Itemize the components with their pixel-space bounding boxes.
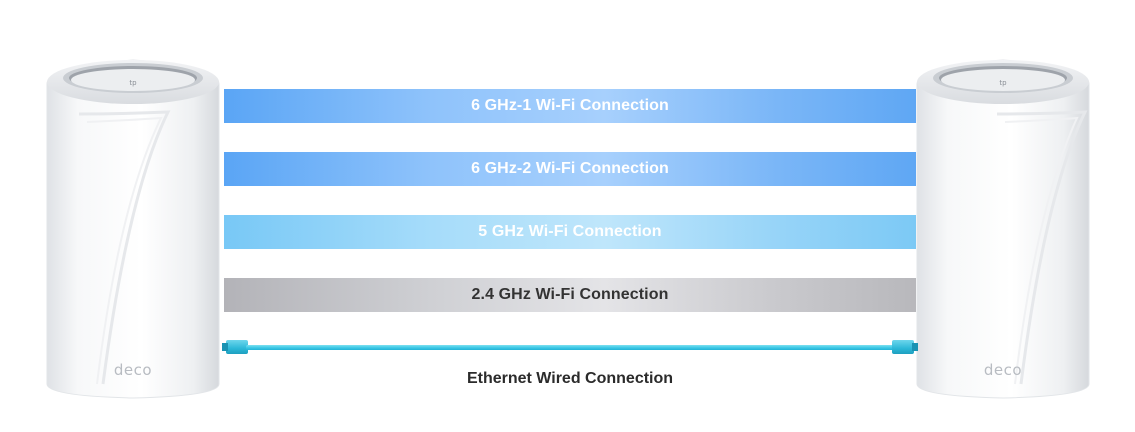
deco-router-icon: tp: [46, 59, 220, 399]
band-5ghz: 5 GHz Wi-Fi Connection: [224, 215, 916, 249]
deco-router-icon: tp: [916, 59, 1090, 399]
ethernet-plug-left-icon: [222, 340, 248, 354]
ethernet-cable: [246, 345, 894, 350]
band-5ghz-label: 5 GHz Wi-Fi Connection: [478, 223, 662, 240]
band-6ghz-1: 6 GHz-1 Wi-Fi Connection: [224, 89, 916, 123]
svg-text:tp: tp: [999, 79, 1007, 87]
deco-unit-right: tp deco: [913, 44, 1093, 400]
band-6ghz-1-label: 6 GHz-1 Wi-Fi Connection: [471, 97, 669, 114]
band-6ghz-2-label: 6 GHz-2 Wi-Fi Connection: [471, 160, 669, 177]
band-2-4ghz: 2.4 GHz Wi-Fi Connection: [224, 278, 916, 312]
deco-logo-left: deco: [113, 361, 153, 379]
deco-unit-left: tp deco: [43, 44, 223, 400]
ethernet-wired-label: Ethernet Wired Connection: [466, 370, 674, 387]
band-6ghz-2: 6 GHz-2 Wi-Fi Connection: [224, 152, 916, 186]
ethernet-plug-right-icon: [892, 340, 918, 354]
band-2-4ghz-label: 2.4 GHz Wi-Fi Connection: [471, 286, 669, 303]
svg-text:tp: tp: [129, 79, 137, 87]
deco-logo-right: deco: [983, 361, 1023, 379]
